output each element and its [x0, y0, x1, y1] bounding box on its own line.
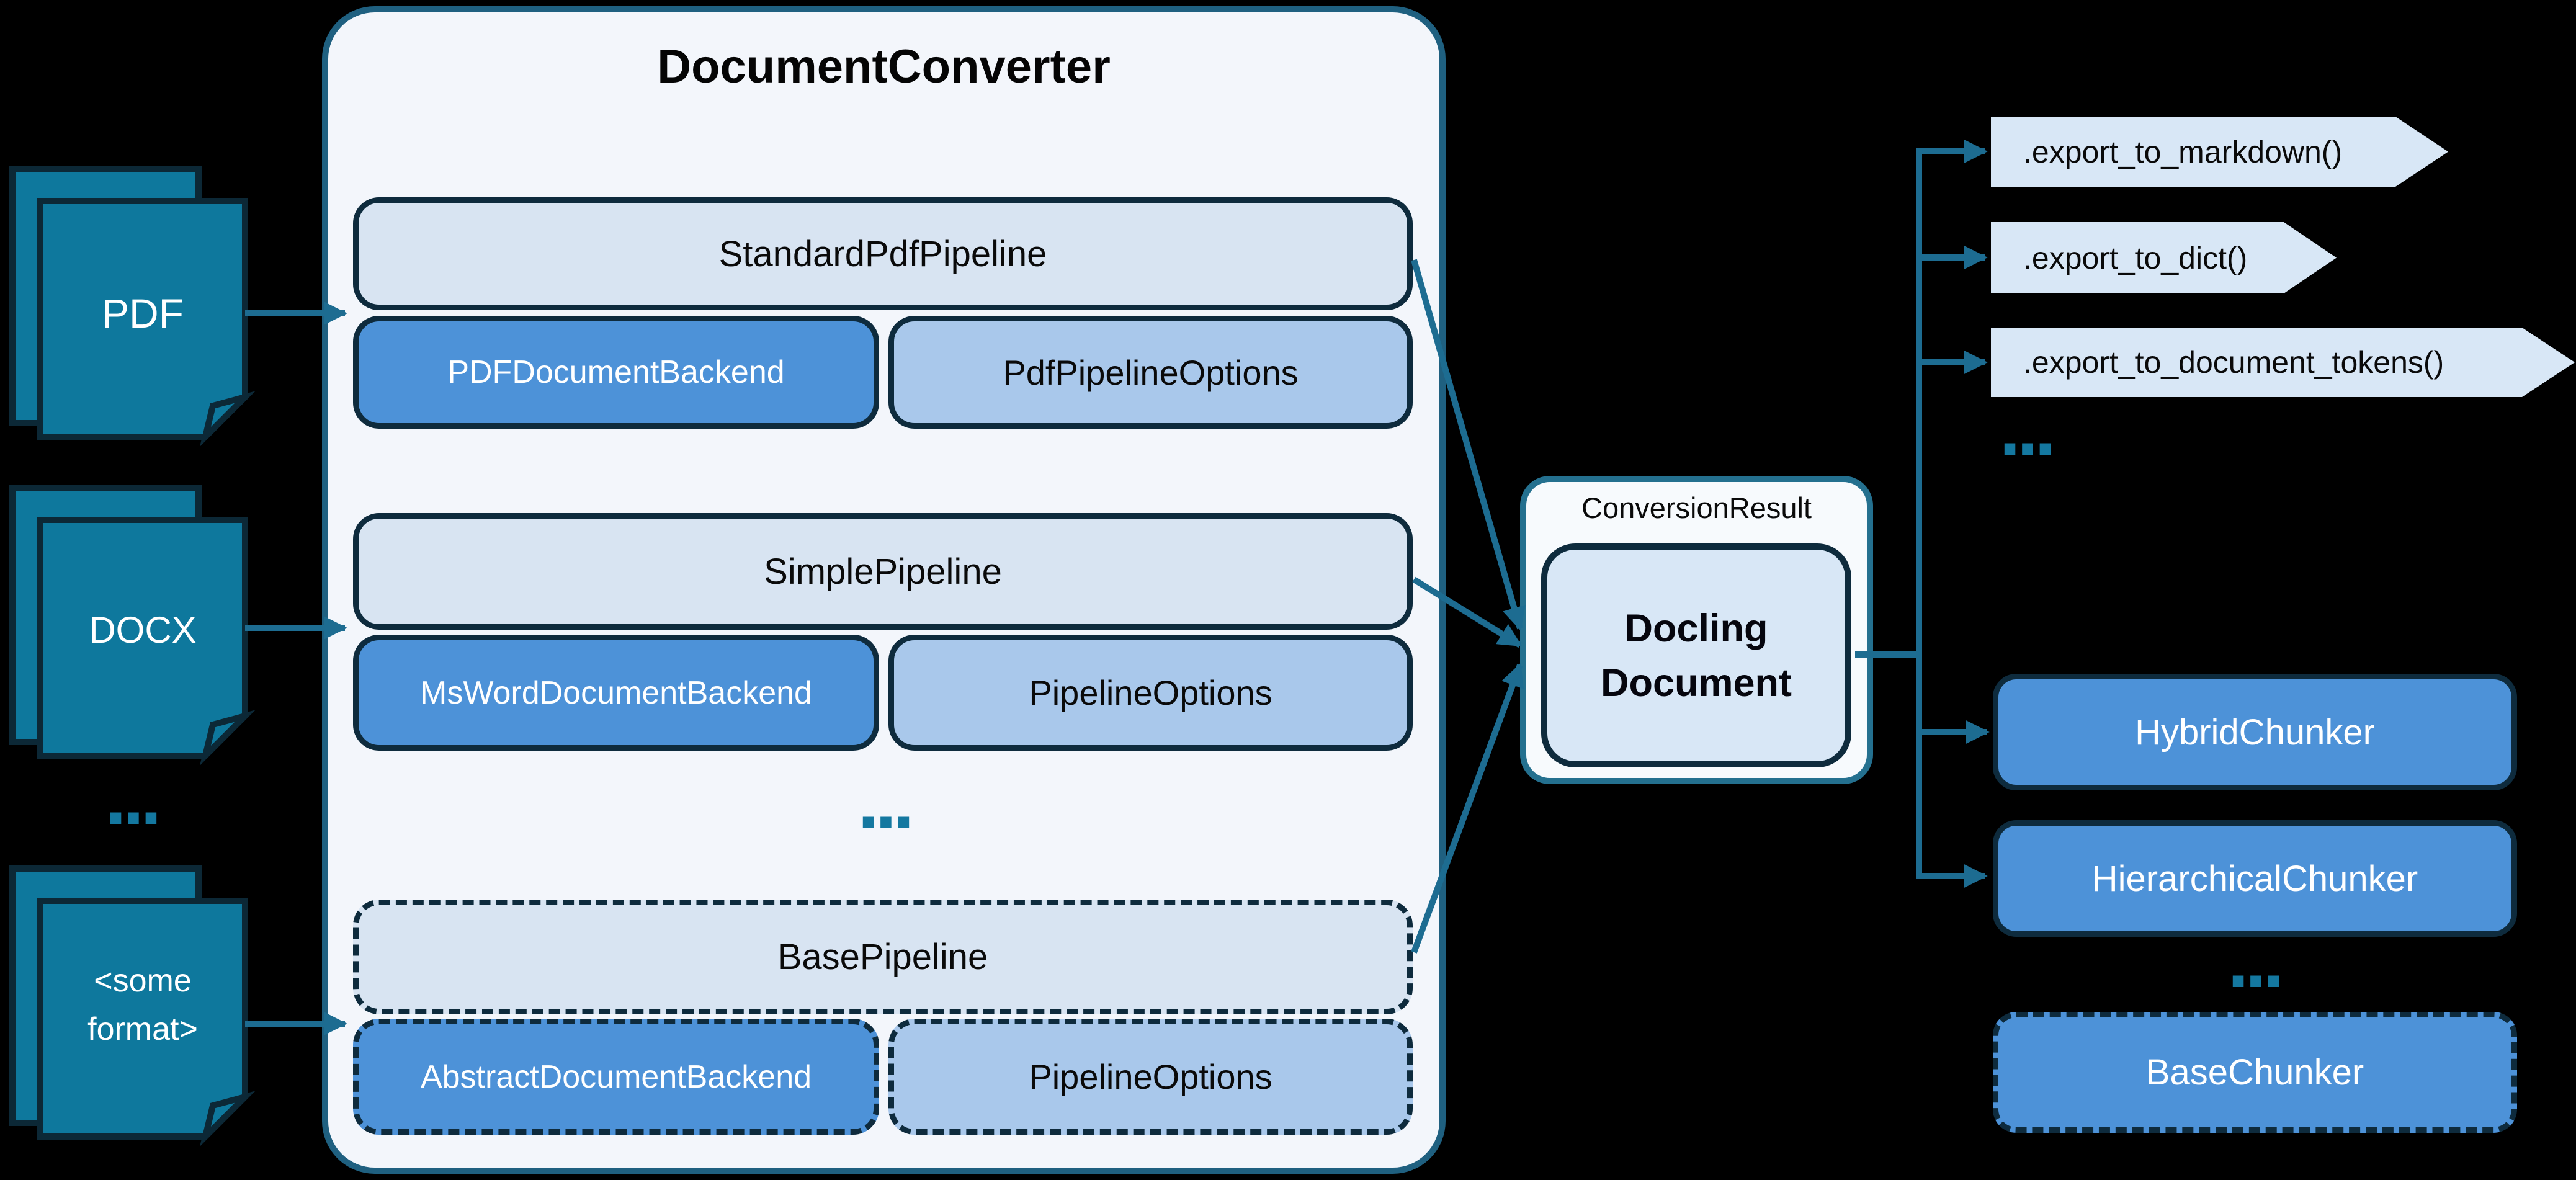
docling-document-line1: Docling [1624, 606, 1768, 650]
converter-ellipsis: ... [857, 759, 914, 845]
export-to-markdown-tag: .export_to_markdown() [1991, 117, 2448, 187]
inputs-ellipsis: ... [105, 755, 161, 841]
some-format-line1: <some [94, 963, 192, 999]
base-pipeline-options-box: PipelineOptions [888, 1019, 1413, 1135]
abstract-document-backend-box: AbstractDocumentBackend [353, 1019, 879, 1135]
base-pipeline-box: BasePipeline [353, 900, 1413, 1014]
hierarchical-chunker-box: HierarchicalChunker [1993, 820, 2517, 937]
export-to-dict-tag: .export_to_dict() [1991, 222, 2337, 293]
conversion-result-label: ConversionResult [1581, 491, 1812, 524]
chunkers-ellipsis: ... [2227, 918, 2284, 1004]
msword-document-backend-box: MsWordDocumentBackend [353, 635, 879, 751]
some-format-line2: format> [87, 1011, 198, 1047]
exports-ellipsis: ... [1999, 386, 2055, 472]
document-converter-title: DocumentConverter [657, 40, 1111, 93]
simple-pipeline-box: SimplePipeline [353, 513, 1413, 630]
hybrid-chunker-box: HybridChunker [1993, 674, 2517, 790]
output-trunk-line [1916, 140, 1988, 888]
some-format-label: <some format> [40, 927, 245, 1083]
docling-document-box: Docling Document [1541, 543, 1851, 767]
docling-document-line2: Document [1600, 661, 1792, 705]
pdf-document-backend-box: PDFDocumentBackend [353, 316, 879, 429]
base-chunker-box: BaseChunker [1993, 1012, 2517, 1133]
docx-label: DOCX [89, 609, 197, 651]
standard-pdf-pipeline-box: StandardPdfPipeline [353, 197, 1413, 310]
pdf-label: PDF [102, 290, 184, 336]
export-to-document-tokens-tag: .export_to_document_tokens() [1991, 328, 2575, 397]
pdf-pipeline-options-box: PdfPipelineOptions [888, 316, 1413, 429]
pipeline-options-box: PipelineOptions [888, 635, 1413, 751]
